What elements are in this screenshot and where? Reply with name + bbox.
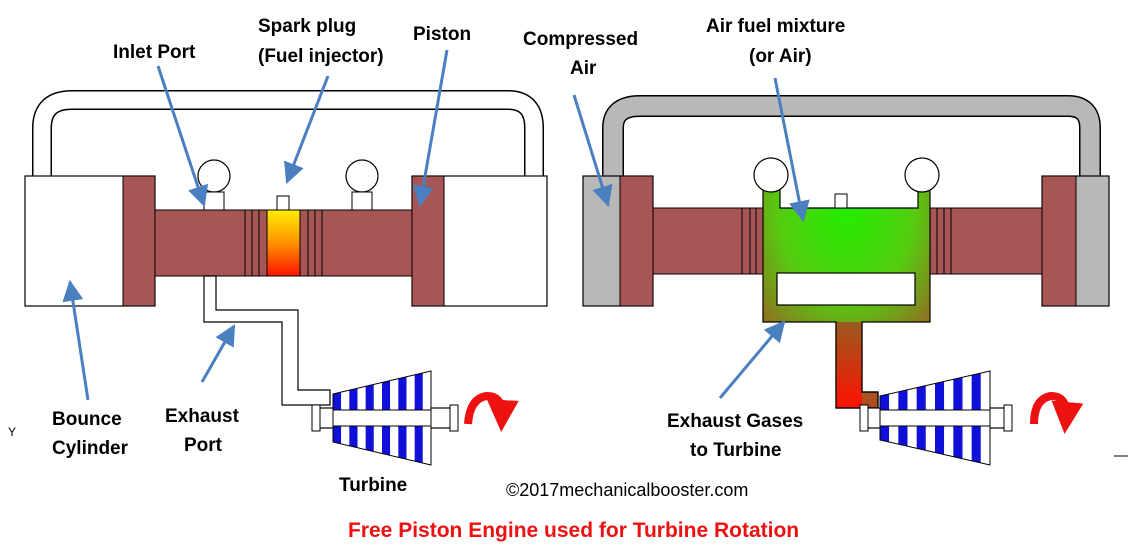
right-inlet-valve-left [753,157,789,193]
label-piston: Piston [413,24,471,45]
right-turbine [859,370,1013,466]
label-turbine: Turbine [339,475,407,496]
bounce-cylinder-pointer [62,279,90,401]
label-fuel-injector: (Fuel injector) [258,46,384,67]
label-to-turbine: to Turbine [690,440,781,461]
left-turbine [311,370,459,466]
left-top-pipe [32,90,544,176]
pointer-arrows [62,49,810,401]
label-port: Port [184,435,223,456]
right-engine [582,95,1110,409]
spark-plug-pointer [284,75,330,184]
figure-caption: Free Piston Engine used for Turbine Rota… [348,519,799,542]
right-piston-head [411,175,445,307]
label-inlet-port: Inlet Port [113,42,196,63]
label-exhaust: Exhaust [165,406,240,427]
label-or-air: (or Air) [749,46,812,67]
label-air: Air [570,58,597,79]
left-engine [24,90,548,406]
compressed-air-pointer [572,94,613,208]
exhaust-port-pointer [200,324,236,383]
compressed-air-pipe [602,95,1101,176]
label-exhaust-gases: Exhaust Gases [667,411,803,432]
copyright-text: ©2017mechanicalbooster.com [506,480,748,500]
chamber-inner-passage [776,272,916,306]
shaft-collar [311,404,321,432]
turbine-hub [879,409,991,427]
injector [834,193,848,209]
combustion-flame [266,209,301,277]
right-rotation-arrow [1030,391,1084,434]
shaft-collar [449,404,459,432]
spark-plug [276,195,290,211]
air-fuel-pointer [773,77,810,223]
label-spark-plug: Spark plug [258,16,356,37]
exhaust-duct [203,275,331,406]
right-inlet-valve-right [904,157,940,193]
turbine-hub [332,409,432,427]
label-compressed: Compressed [523,29,638,50]
piston-pointer [412,49,449,208]
label-bounce: Bounce [52,409,122,430]
label-cylinder: Cylinder [52,438,129,459]
shaft-collar [859,404,869,432]
left-piston-rod [154,209,268,277]
inlet-valve-left [197,159,231,193]
inlet-port-pointer [156,65,209,207]
inlet-valve-right [345,159,379,193]
shaft-collar [1003,404,1013,432]
exhaust-gases-pointer [718,320,786,399]
left-rotation-arrow [464,391,519,432]
right-piston-rod [299,209,413,277]
stray-mark: Y [8,425,16,439]
left-piston-head [122,175,156,307]
label-air-fuel-mixture: Air fuel mixture [706,16,845,37]
